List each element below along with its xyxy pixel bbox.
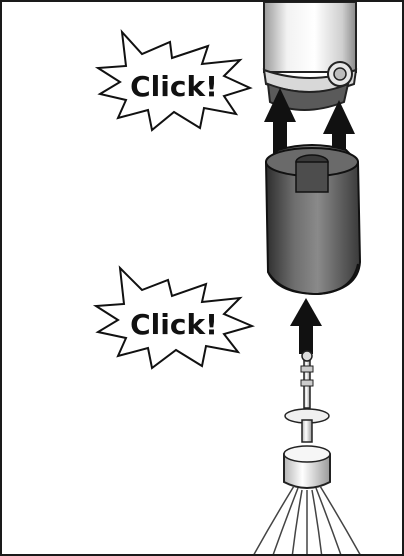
click-callout-top-text: Click! (130, 70, 218, 103)
attach-arrow-lower (290, 298, 322, 354)
whisk-gearbox (264, 144, 362, 296)
whisk (253, 350, 361, 554)
click-callout-top: Click! (94, 29, 253, 132)
click-callout-bottom: Click! (92, 265, 255, 370)
click-callout-bottom-text: Click! (130, 308, 218, 341)
whisk-wires (253, 485, 361, 554)
motor-unit (262, 2, 358, 111)
